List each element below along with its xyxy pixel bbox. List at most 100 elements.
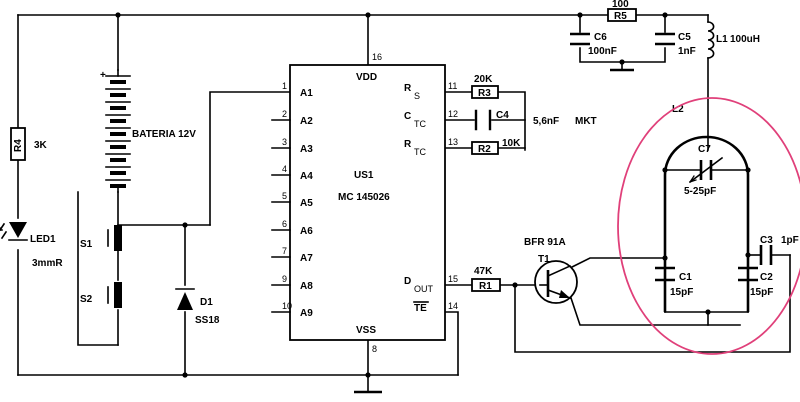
ic-pin-name: D (404, 276, 411, 287)
ic-pin-number: 4 (282, 164, 287, 174)
battery-cell-short (110, 106, 126, 110)
t1-part: BFR 91A (524, 237, 566, 248)
r1-name: R1 (479, 281, 492, 292)
ic-pin-subscript: TC (414, 119, 426, 129)
battery-cell-short (110, 119, 126, 123)
ic-pin-number: 14 (448, 301, 458, 311)
ic-pin-name: A9 (300, 308, 313, 319)
ic-pin-number: 15 (448, 274, 458, 284)
ic-vss-pin: 8 (372, 344, 377, 354)
ic-pin-name: A3 (300, 144, 313, 155)
resistor-r5: R5 100 (607, 0, 637, 22)
ic-pin-name: TE (414, 303, 427, 314)
ic-pin-number: 6 (282, 219, 287, 229)
ic-part: MC 145026 (338, 192, 390, 203)
resistor-r2: R2 10K (471, 138, 521, 155)
c1-name: C1 (679, 272, 692, 283)
led-led1: LED1 3mmR (0, 222, 63, 269)
c2-value: 15pF (750, 287, 773, 298)
r2-value: 10K (502, 138, 521, 149)
diode-d1: D1 SS18 (175, 288, 220, 326)
highlight-ellipse (617, 97, 800, 355)
ic-pin-number: 1 (282, 81, 287, 91)
capacitor-c2: C2 15pF (738, 266, 773, 298)
c5-name: C5 (678, 32, 691, 43)
switch-s1: S1 (80, 225, 122, 251)
battery-cell-short (110, 93, 126, 97)
ic-pin-subscript: S (414, 91, 420, 101)
ic-pin-name: A2 (300, 116, 313, 127)
ic-pin-number: 11 (448, 81, 457, 91)
l2-name: L2 (672, 104, 684, 115)
junction-dots (115, 12, 751, 378)
r2-name: R2 (478, 144, 491, 155)
ic-pin-subscript: OUT (414, 284, 434, 294)
ic-pin-name: A1 (300, 88, 313, 99)
c2-name: C2 (760, 272, 773, 283)
r5-name: R5 (614, 11, 627, 22)
ic-pin-name: R (404, 139, 412, 150)
l1-name: L1 (716, 34, 728, 45)
c6-name: C6 (594, 32, 607, 43)
d1-value: SS18 (195, 315, 220, 326)
ic-pin-name: R (404, 83, 412, 94)
wires (17, 14, 791, 393)
battery-cell-short (110, 184, 126, 188)
ic-vdd-label: VDD (356, 72, 377, 83)
battery-cell-short (110, 80, 126, 84)
t1-name: T1 (538, 254, 550, 265)
r1-value: 47K (474, 266, 493, 277)
ic-pin-number: 5 (282, 191, 287, 201)
battery (105, 69, 131, 193)
r3-value: 20K (474, 74, 493, 85)
ic-vdd-pin: 16 (372, 52, 382, 62)
resistor-r4: R4 3K (10, 127, 48, 161)
battery-label: BATERIA 12V (132, 129, 196, 140)
capacitor-c3: C3 1pF (759, 235, 799, 265)
capacitor-c1: C1 15pF (655, 266, 693, 298)
battery-cell-short (110, 158, 126, 162)
c4-note: MKT (575, 116, 597, 127)
ic-pin-name: A8 (300, 281, 313, 292)
inductor-l1: L1 100uH (707, 21, 760, 59)
capacitor-c6: C6 100nF (570, 32, 617, 57)
c7-value: 5-25pF (684, 186, 716, 197)
ic-pin-number: 2 (282, 109, 287, 119)
ic-pin-number: 13 (448, 137, 458, 147)
led1-name: LED1 (30, 234, 56, 245)
resistor-r3: R3 20K (471, 74, 499, 99)
resistor-r1: R1 47K (471, 266, 501, 292)
capacitor-c5: C5 1nF (655, 32, 696, 57)
ic-pin-name: A7 (300, 253, 313, 264)
ic-pin-name: C (404, 111, 411, 122)
c1-value: 15pF (670, 287, 693, 298)
led1-value: 3mmR (32, 258, 63, 269)
c6-value: 100nF (588, 46, 617, 57)
ic-pin-subscript: TC (414, 147, 426, 157)
r3-name: R3 (478, 88, 491, 99)
c4-value: 5,6nF (533, 116, 559, 127)
r4-name: R4 (13, 139, 24, 152)
ic-pin-number: 9 (282, 274, 287, 284)
d1-name: D1 (200, 297, 213, 308)
s1-name: S1 (80, 239, 93, 250)
r5-value: 100 (612, 0, 629, 10)
c3-value: 1pF (781, 235, 799, 246)
c3-name: C3 (760, 235, 773, 246)
ic-designator: US1 (354, 170, 374, 181)
s2-name: S2 (80, 294, 93, 305)
ic-vss-label: VSS (356, 325, 376, 336)
c5-value: 1nF (678, 46, 696, 57)
battery-cell-short (110, 171, 126, 175)
c4-name: C4 (496, 110, 509, 121)
battery-cell-short (110, 145, 126, 149)
ic-pin-number: 12 (448, 109, 458, 119)
capacitor-c4: C4 5,6nF MKT (474, 109, 597, 131)
transistor-t1: BFR 91A T1 (524, 237, 578, 304)
battery-cell-short (110, 132, 126, 136)
r4-value: 3K (34, 140, 48, 151)
ic-pin-name: A5 (300, 198, 313, 209)
